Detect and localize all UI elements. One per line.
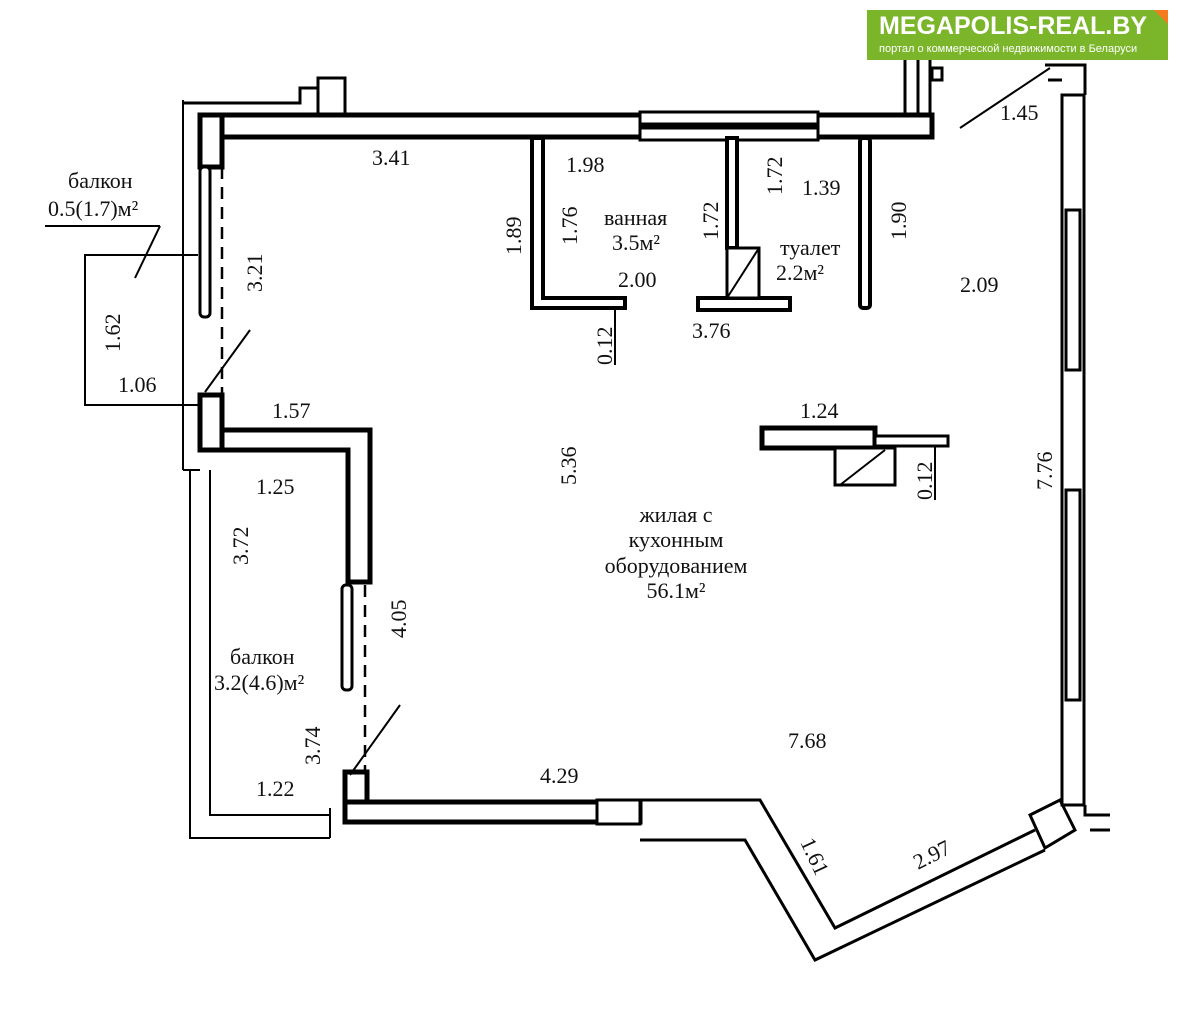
top-wall xyxy=(197,112,935,140)
dim: 1.72 xyxy=(762,157,787,196)
bathroom-area: 3.5м² xyxy=(612,230,660,255)
logo-title: MEGAPOLIS-REAL.BY xyxy=(879,12,1148,40)
bathroom-name: ванная xyxy=(604,205,667,230)
left-window xyxy=(198,165,212,319)
dim: 0.12 xyxy=(592,327,617,366)
logo-corner-fold xyxy=(1154,10,1168,24)
bathroom-wall xyxy=(530,136,627,310)
dim: 3.21 xyxy=(242,254,267,293)
dim: 1.57 xyxy=(272,398,311,423)
dim: 1.89 xyxy=(501,217,526,256)
balcony-bottom-name: балкон xyxy=(230,644,295,669)
toilet-wall xyxy=(696,296,792,312)
living-area: 56.1м² xyxy=(646,578,705,603)
dim: 7.68 xyxy=(788,728,827,753)
living-line1: жилая с xyxy=(638,502,712,527)
dim: 7.76 xyxy=(1032,452,1057,491)
balcony-top-area: 0.5(1.7)м² xyxy=(48,196,139,221)
dim: 2.97 xyxy=(909,835,955,875)
dim: 2.00 xyxy=(618,267,657,292)
dim: 1.45 xyxy=(1000,100,1039,125)
dim: 3.41 xyxy=(372,145,411,170)
dim: 1.98 xyxy=(566,152,605,177)
dim: 3.72 xyxy=(228,527,253,566)
dim: 1.22 xyxy=(256,776,295,801)
site-logo[interactable]: MEGAPOLIS-REAL.BY портал о коммерческой … xyxy=(867,10,1168,60)
toilet-name: туалет xyxy=(780,235,841,260)
dim: 0.12 xyxy=(912,462,937,501)
inner-wall xyxy=(219,427,373,585)
kitchen-counter xyxy=(759,425,878,451)
dim: 3.74 xyxy=(300,727,325,766)
left-wall-top xyxy=(197,112,225,170)
dim: 4.29 xyxy=(540,763,579,788)
dim: 1.39 xyxy=(802,175,841,200)
dim: 4.05 xyxy=(386,600,411,639)
dim: 1.76 xyxy=(557,207,582,246)
toilet-area: 2.2м² xyxy=(776,260,824,285)
dim: 1.06 xyxy=(118,372,157,397)
dim: 1.24 xyxy=(800,398,839,423)
dim: 1.90 xyxy=(886,202,911,241)
logo-subtitle: портал о коммерческой недвижимости в Бел… xyxy=(879,43,1138,55)
walls xyxy=(45,60,1110,962)
dim: 1.72 xyxy=(698,202,723,241)
dim: 2.09 xyxy=(960,272,999,297)
left-wall-mid xyxy=(197,392,225,453)
dim: 1.62 xyxy=(100,314,125,353)
dim: 5.36 xyxy=(556,447,581,486)
balcony-bottom-area: 3.2(4.6)м² xyxy=(214,670,305,695)
balcony-window xyxy=(340,583,354,692)
balcony-top-name: балкон xyxy=(68,168,133,193)
living-line3: оборудованием xyxy=(605,553,748,578)
balcony-top-outline xyxy=(84,254,198,406)
living-line2: кухонным xyxy=(629,527,724,552)
dim: 1.25 xyxy=(256,474,295,499)
dim: 3.76 xyxy=(692,318,731,343)
